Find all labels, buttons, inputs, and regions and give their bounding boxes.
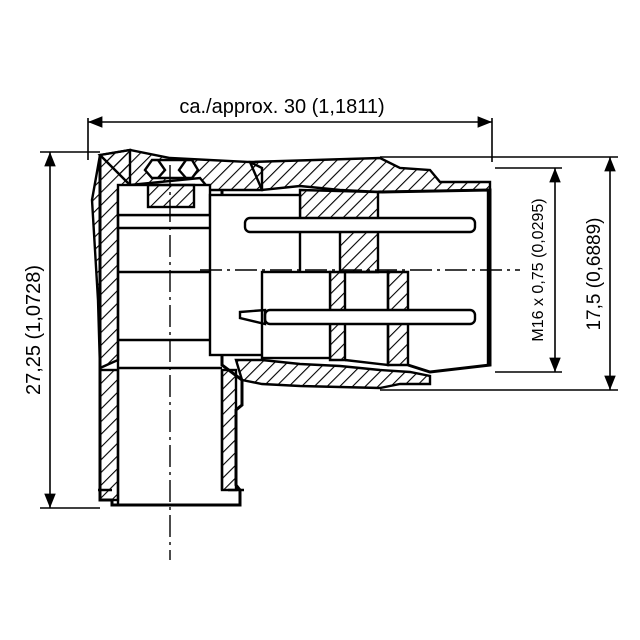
- screw-body: [146, 183, 196, 209]
- contact-pin-lower: [263, 308, 477, 326]
- vertical-housing: [90, 148, 244, 507]
- center-lines: [169, 165, 520, 560]
- thread-dimension: M16 x 0,75 (0,0295): [495, 167, 562, 373]
- screw-head: [143, 158, 200, 180]
- screw-slot: [157, 159, 187, 179]
- side-height-label: 17,5 (0,6889): [584, 217, 605, 330]
- thread-dimension-label: M16 x 0,75 (0,0295): [530, 198, 547, 341]
- horizontal-body: [208, 156, 492, 390]
- coupling-nut-top: [248, 156, 492, 194]
- side-height-dimension: 17,5 (0,6889): [380, 156, 618, 391]
- height-dimension-label: 27,25 (1,0728): [23, 265, 45, 395]
- coupling-nut-bottom: [234, 358, 432, 390]
- front-shell: [377, 188, 492, 374]
- tube-wall-left: [98, 368, 120, 502]
- width-dimension-label: ca./approx. 30 (1,1811): [179, 96, 384, 118]
- tube-wall-right: [220, 368, 238, 492]
- pin-tip-lower: [238, 308, 267, 326]
- height-dimension: 27,25 (1,0728): [23, 151, 100, 509]
- contact-pin-upper: [243, 216, 477, 234]
- housing-back-wall: [90, 148, 132, 370]
- width-dimension: ca./approx. 30 (1,1811): [87, 96, 493, 162]
